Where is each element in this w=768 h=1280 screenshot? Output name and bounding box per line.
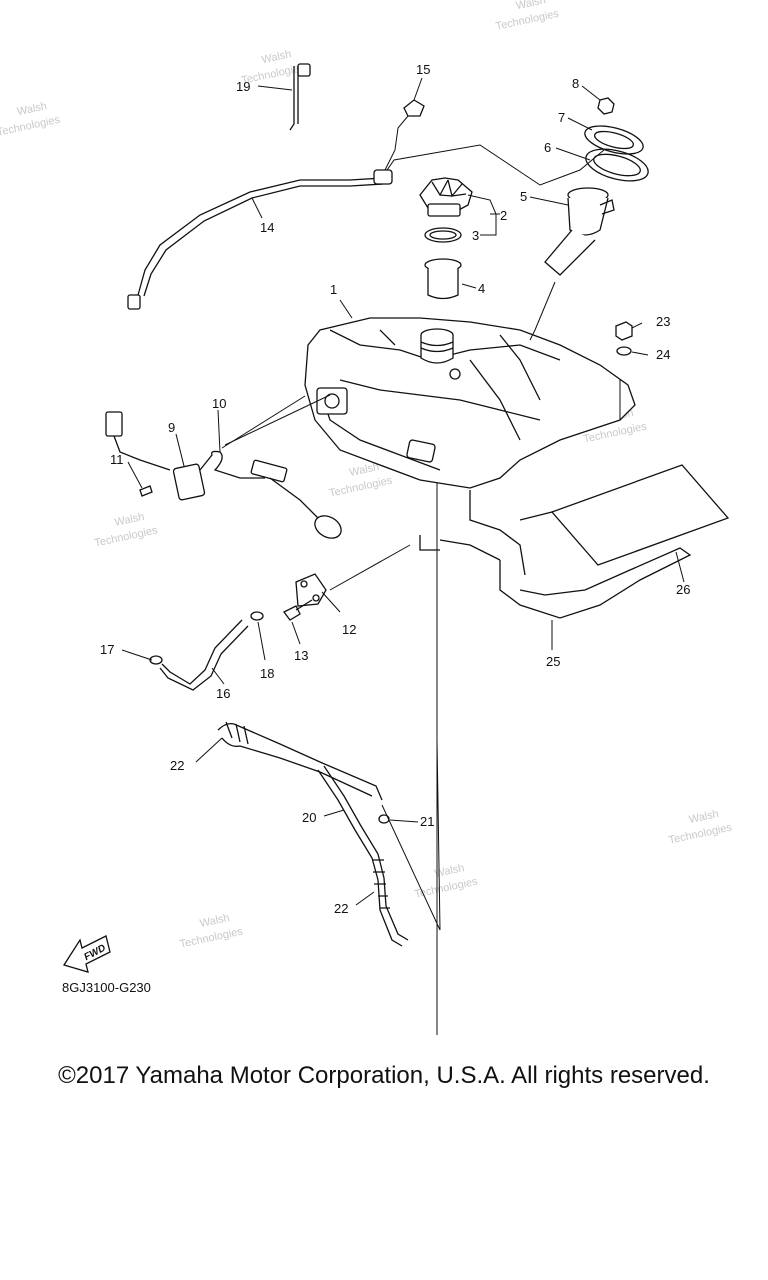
watermark-line2: Technologies [0, 114, 62, 139]
breather-hose [217, 721, 409, 947]
label-part-12: 12 [342, 622, 356, 637]
pump-plate-inner [593, 130, 635, 150]
joint-bolt-shank [295, 599, 313, 611]
watermark-line2: Technologies [495, 8, 561, 33]
pump-nut [597, 97, 615, 115]
watermark-line2: Technologies [328, 474, 394, 499]
fwd-arrow-icon: FWD [62, 935, 111, 973]
label-part-16: 16 [216, 686, 230, 701]
leader-lines [121, 77, 685, 931]
pump-plate [584, 125, 644, 155]
damper-washer [616, 346, 632, 356]
part-labels: 1 2 3 4 5 6 7 8 9 10 11 12 13 14 15 16 1… [100, 62, 690, 916]
label-part-1: 1 [330, 282, 337, 297]
label-part-22-lower: 22 [334, 901, 348, 916]
hose-clamp-17 [149, 655, 163, 665]
hose-clamp-15 [384, 99, 425, 171]
hose-clamp-18 [250, 611, 264, 621]
watermarks: Walsh Technologies Walsh Technologies Wa… [0, 0, 734, 951]
watermark-line1: Walsh [114, 511, 146, 529]
fuel-sender [105, 411, 342, 539]
label-part-22: 22 [170, 758, 184, 773]
diagram-code: 8GJ3100-G230 [62, 980, 151, 995]
fuel-tank [304, 317, 636, 489]
watermark-line1: Walsh [434, 862, 466, 880]
label-part-3: 3 [472, 228, 479, 243]
label-part-18: 18 [260, 666, 274, 681]
fuel-pump [544, 187, 615, 276]
fuel-hose [127, 169, 393, 310]
label-part-4: 4 [478, 281, 485, 296]
label-part-2: 2 [500, 208, 507, 223]
label-part-7: 7 [558, 110, 565, 125]
label-part-10: 10 [212, 396, 226, 411]
label-part-26: 26 [676, 582, 690, 597]
label-part-5: 5 [520, 189, 527, 204]
copyright-notice: ©2017 Yamaha Motor Corporation, U.S.A. A… [58, 1062, 710, 1089]
label-part-21: 21 [420, 814, 434, 829]
pump-gasket [585, 148, 649, 182]
fuel-joint [295, 573, 327, 607]
label-part-20: 20 [302, 810, 316, 825]
pad-sheet [550, 464, 730, 566]
assembly-centerline-2 [436, 739, 441, 931]
sender-screw [139, 485, 153, 497]
label-part-25: 25 [546, 654, 560, 669]
watermark-line1: Walsh [16, 100, 48, 118]
label-part-19: 19 [236, 79, 250, 94]
label-part-9: 9 [168, 420, 175, 435]
watermark-line2: Technologies [179, 925, 245, 950]
watermark-line1: Walsh [688, 808, 720, 826]
label-part-24: 24 [656, 347, 670, 362]
cable-band [289, 63, 311, 131]
fuel-hose-16 [159, 619, 249, 691]
label-part-6: 6 [544, 140, 551, 155]
watermark-line1: Walsh [261, 48, 293, 66]
cap-gasket [424, 227, 462, 243]
watermark-line1: Walsh [199, 912, 231, 930]
watermark-line2: Technologies [668, 821, 734, 846]
label-part-14: 14 [260, 220, 274, 235]
parts-diagram: Walsh Technologies Walsh Technologies Wa… [0, 0, 734, 1035]
filler-strainer [424, 258, 462, 300]
label-part-17: 17 [100, 642, 114, 657]
label-part-23: 23 [656, 314, 670, 329]
cap-gasket-inner [429, 230, 457, 240]
label-part-13: 13 [294, 648, 308, 663]
filler-neck [420, 328, 461, 380]
damper-bolt [615, 321, 633, 341]
fuel-cap [419, 177, 473, 217]
joint-bolt [283, 605, 301, 621]
watermark-line2: Technologies [413, 876, 479, 901]
label-part-15: 15 [416, 62, 430, 77]
label-part-11: 11 [110, 452, 124, 467]
pump-leader-path [382, 144, 605, 186]
watermark-line2: Technologies [93, 524, 159, 549]
label-part-8: 8 [572, 76, 579, 91]
